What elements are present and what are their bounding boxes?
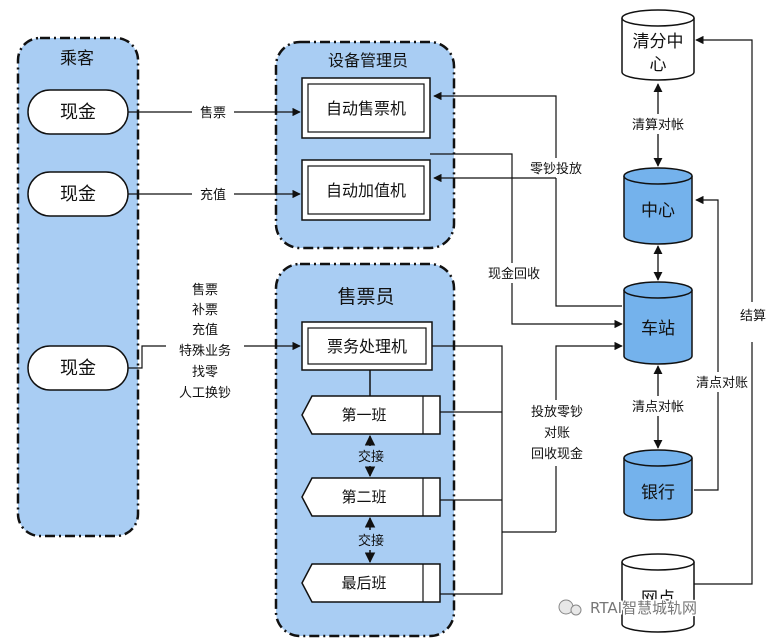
cash-recover-label: 现金回收 <box>488 266 540 282</box>
handover-1-label: 交接 <box>358 449 384 465</box>
seller-ops-label-bg <box>166 280 244 408</box>
shift-1-label: 第一班 <box>341 406 386 424</box>
station-cylinder: 车站 <box>623 281 693 365</box>
shift-2-label: 第二班 <box>341 488 386 506</box>
clearing-center-label-1: 清分中 <box>633 32 684 52</box>
center-cylinder: 中心 <box>623 167 693 245</box>
watermark-text: RTAI智慧城轨网 <box>590 599 697 617</box>
clearing-center-label-2: 心 <box>650 55 667 75</box>
count-reconcile-1-label: 清点对帐 <box>632 400 684 415</box>
bank-label: 银行 <box>641 483 675 503</box>
settle-label-bg <box>742 302 764 342</box>
topup-label-bg <box>192 185 234 203</box>
station-ops-line <box>555 341 623 532</box>
watermark: RTAI智慧城轨网 <box>558 598 699 619</box>
handover-2-label: 交接 <box>358 533 384 549</box>
passenger-group-title: 乘客 <box>60 49 94 69</box>
outlet-label: 网点 <box>641 589 675 609</box>
bom-label: 票务处理机 <box>327 337 407 356</box>
shift-1-shape <box>301 395 441 435</box>
count-reconcile-2-label: 清点对账 <box>696 376 748 391</box>
change-deploy-label-bg <box>522 158 590 178</box>
cash-recover-arrow <box>430 153 623 329</box>
bom-to-station-line <box>432 345 503 595</box>
clearing-reconcile-label-bg <box>622 114 694 134</box>
topup-label: 充值 <box>200 187 226 203</box>
bom-box-inner <box>307 327 427 365</box>
seller-ops-label-4: 特殊业务 <box>179 343 231 359</box>
avm-label: 自动加值机 <box>326 181 406 200</box>
cash-node-1-label: 现金 <box>60 102 96 123</box>
seller-ops-label-3: 充值 <box>192 322 218 338</box>
station-ops-label-3: 回收现金 <box>531 446 583 462</box>
tvm-box-inner <box>307 83 425 133</box>
count-reconcile-2-label-bg <box>686 372 758 392</box>
avm-box-inner <box>307 165 425 215</box>
cash-recover-label-bg <box>480 263 548 283</box>
wechat-icon-dot <box>570 604 582 616</box>
station-ops-label-2: 对账 <box>544 426 570 441</box>
handover-1-bg <box>352 446 390 466</box>
count-reconcile-1-label-bg <box>622 396 694 416</box>
shift-last-shape <box>301 563 441 603</box>
station-ops-label-bg <box>516 400 598 466</box>
outlet-cylinder: 网点 <box>621 553 695 633</box>
sell-label-bg <box>192 103 234 121</box>
clearing-center-cylinder: 清分中 心 <box>621 9 695 81</box>
count-reconcile-arrow-2 <box>694 195 719 491</box>
cash-node-3-label: 现金 <box>60 358 96 379</box>
sell-label: 售票 <box>200 105 226 121</box>
station-label: 车站 <box>641 319 675 339</box>
device-admin-group-title: 设备管理员 <box>328 51 408 70</box>
center-label: 中心 <box>641 201 675 221</box>
ticket-seller-group-title: 售票员 <box>337 286 394 308</box>
tvm-label: 自动售票机 <box>326 99 406 118</box>
seller-ops-label-6: 人工换钞 <box>179 386 231 401</box>
cash-node-2-label: 现金 <box>60 184 96 205</box>
station-ops-label-1: 投放零钞 <box>531 404 583 420</box>
bank-cylinder: 银行 <box>623 449 693 521</box>
seller-ops-label-5: 找零 <box>192 365 218 380</box>
clearing-reconcile-label: 清算对帐 <box>632 118 684 133</box>
handover-2-bg <box>352 530 390 550</box>
change-deploy-label: 零钞投放 <box>530 161 582 177</box>
shift-2-shape <box>301 477 441 517</box>
change-deploy-arrow <box>433 91 622 307</box>
seller-ops-label-2: 补票 <box>192 303 218 318</box>
passenger-group <box>16 36 140 538</box>
settle-label: 结算 <box>740 309 766 324</box>
shift-last-label: 最后班 <box>341 574 386 592</box>
seller-ops-label-1: 售票 <box>192 282 218 298</box>
